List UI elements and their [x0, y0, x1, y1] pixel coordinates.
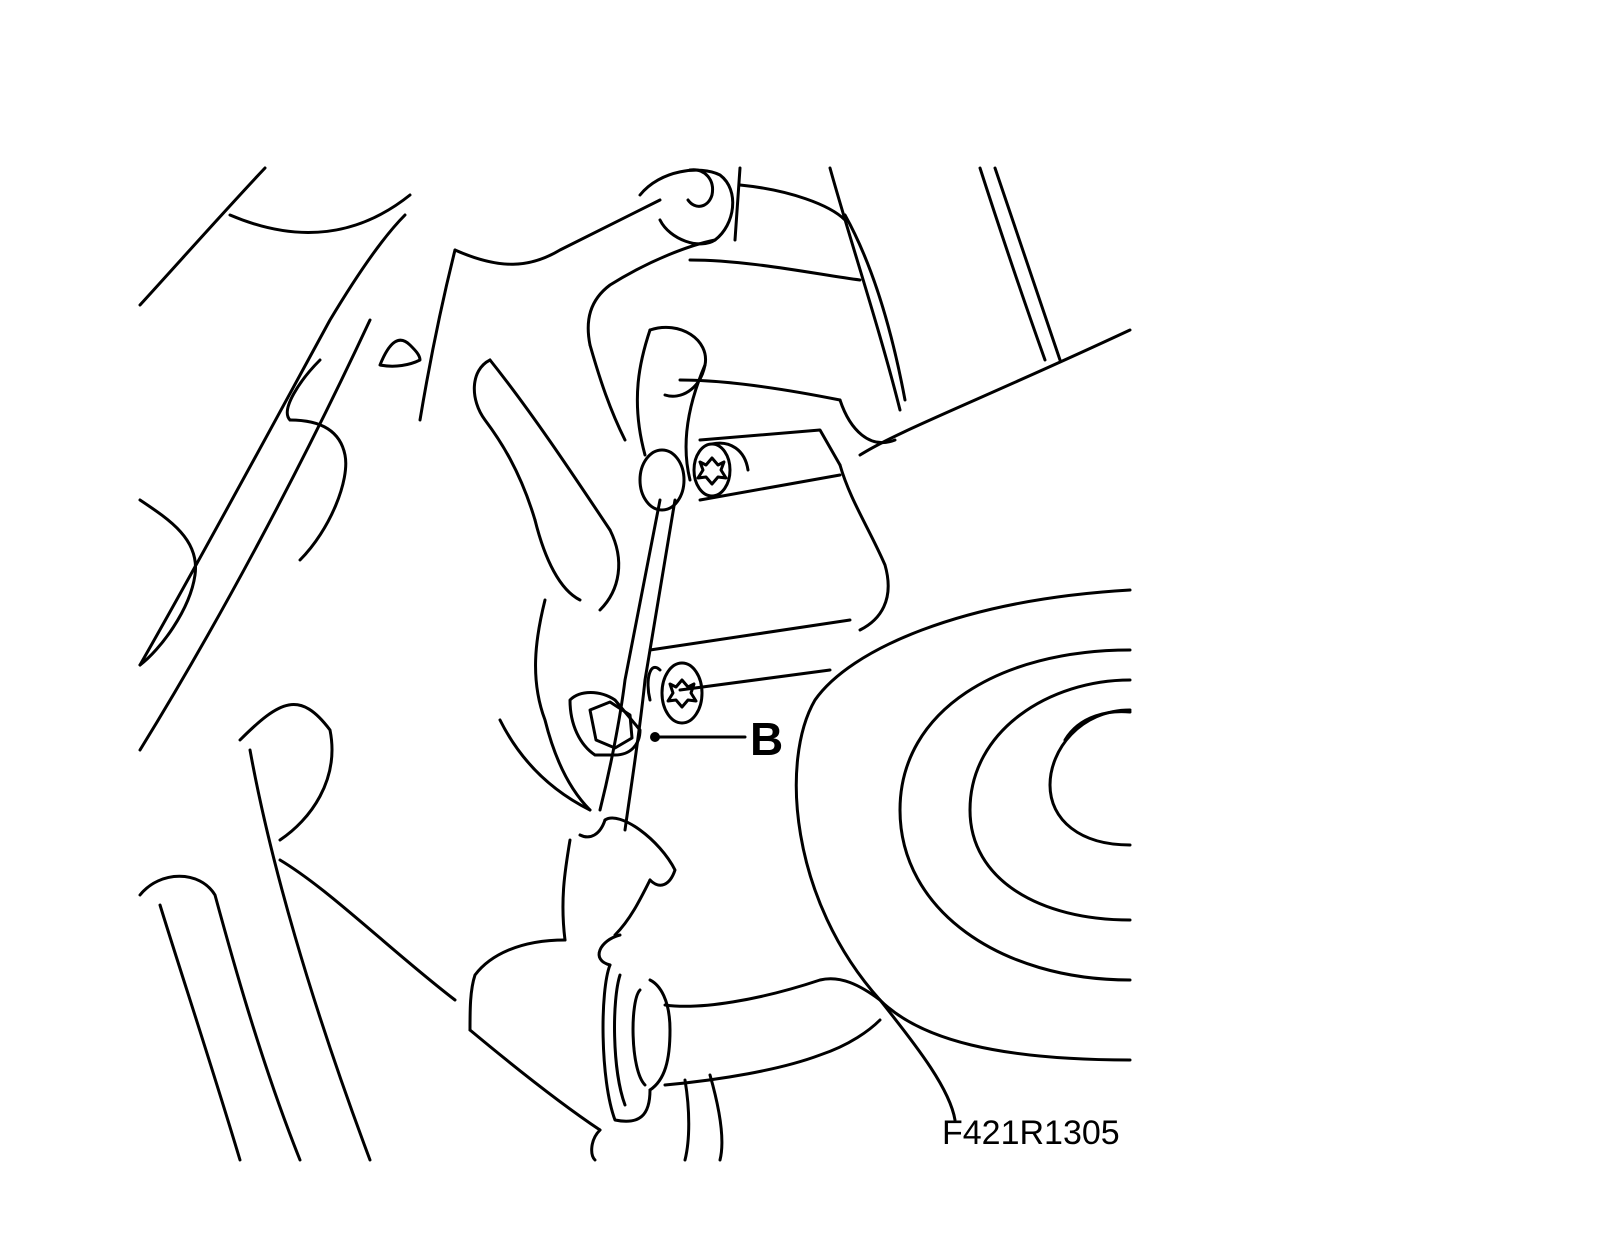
- hub-assembly: [794, 166, 1132, 1122]
- callout-b-label: B: [750, 713, 783, 765]
- torx-screw-lower: [646, 661, 704, 725]
- hex-nut-b: [568, 691, 660, 757]
- lower-bracket: [468, 816, 882, 1162]
- torx-screw-upper: [692, 441, 750, 498]
- figure-id: F421R1305: [942, 1114, 1120, 1152]
- link-plate: [472, 358, 677, 832]
- callout-b: B: [656, 713, 783, 765]
- central-housing: [648, 166, 1132, 692]
- fasteners: [568, 325, 750, 757]
- left-housing: [138, 166, 457, 1162]
- upper-pin: [635, 325, 707, 512]
- upper-bracket: [418, 166, 847, 442]
